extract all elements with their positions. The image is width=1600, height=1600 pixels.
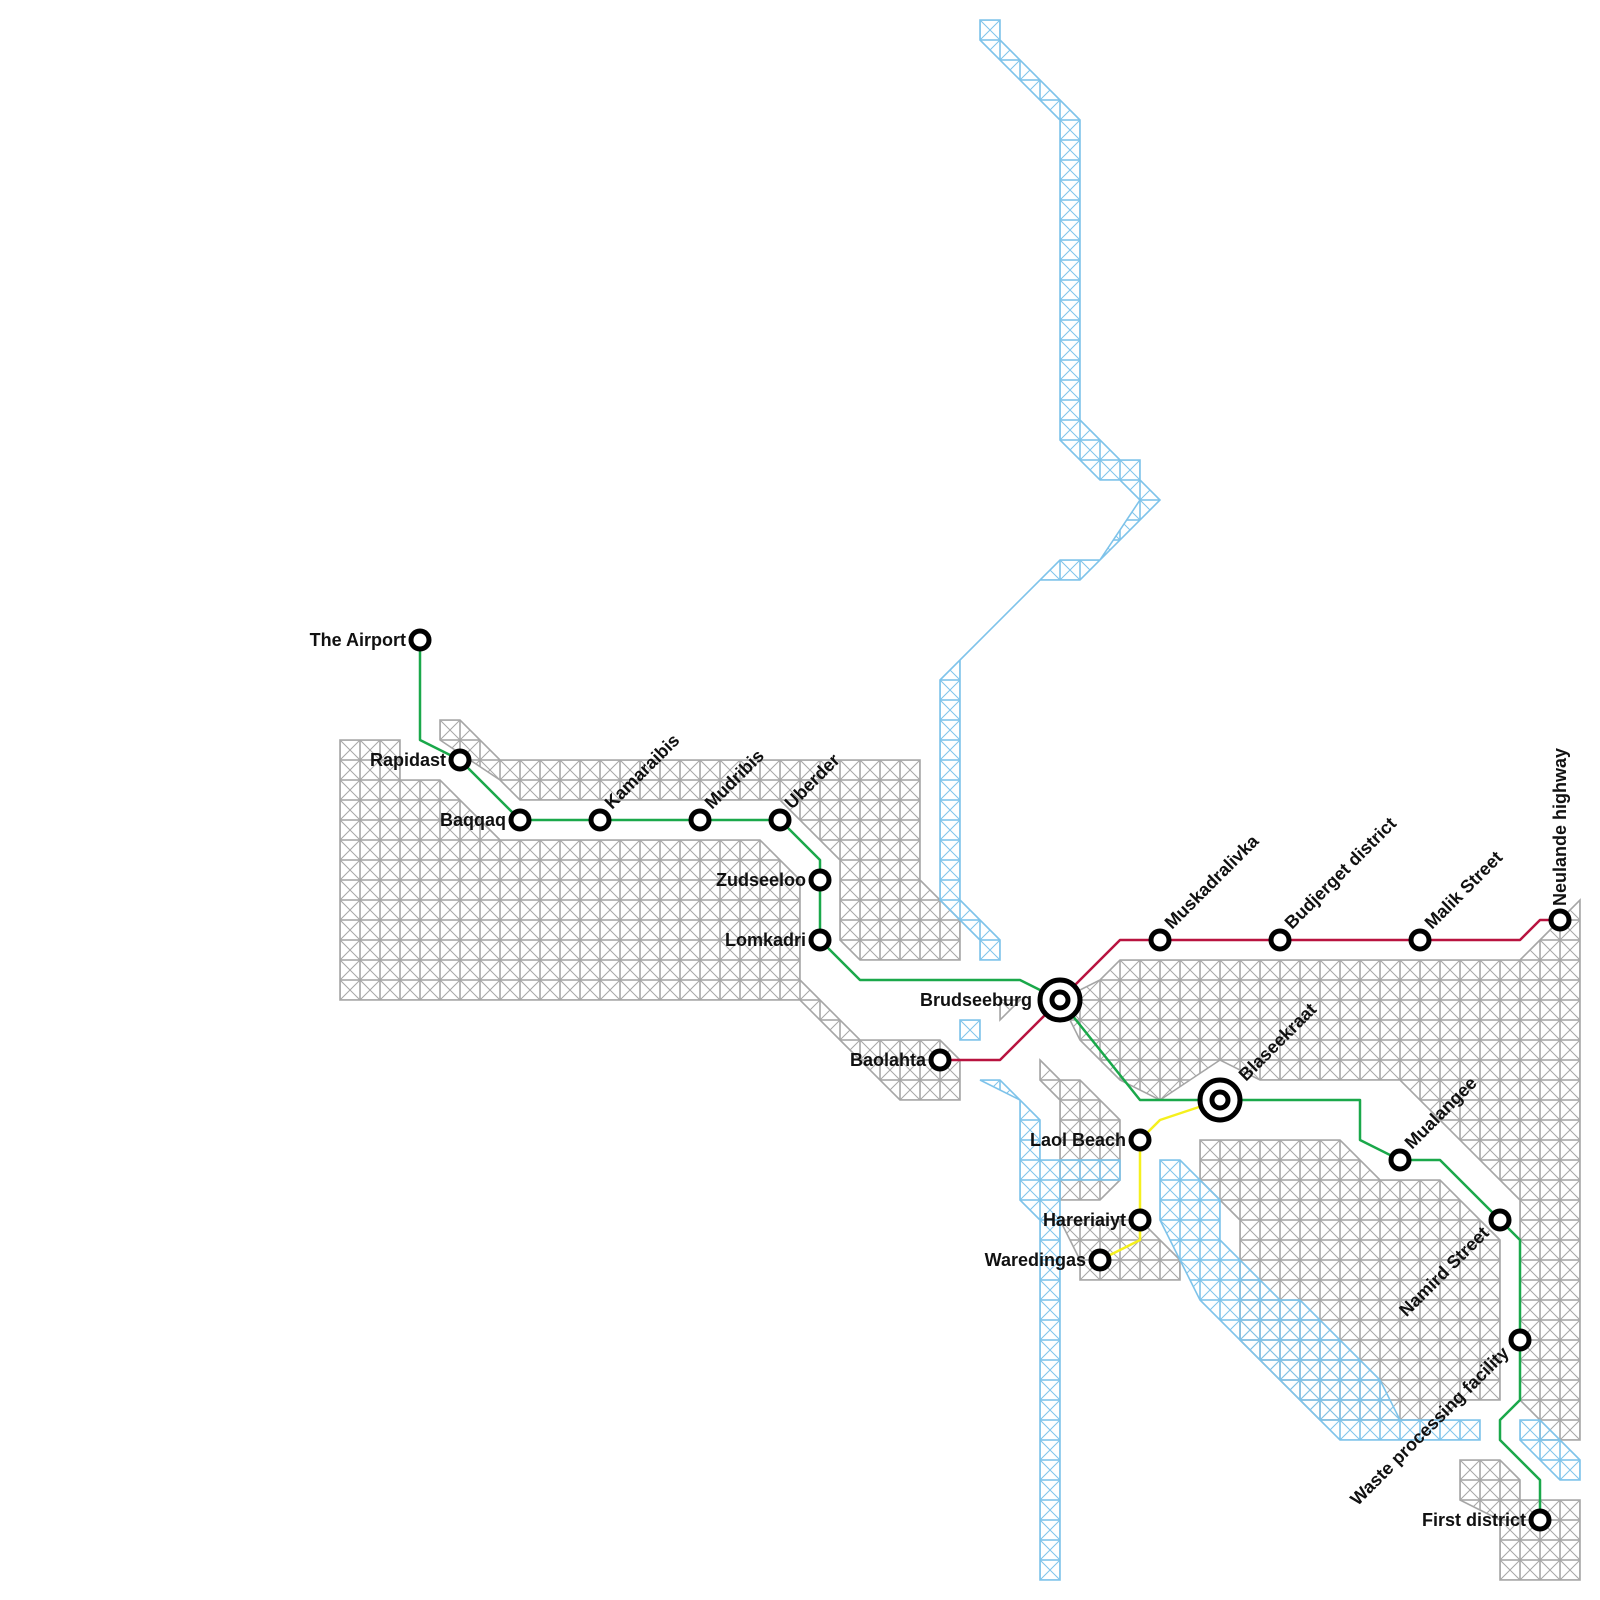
interchange-inner-ring xyxy=(1209,1089,1231,1111)
label-neulande-highway: Neulande highway xyxy=(1550,748,1570,906)
station-mualangee[interactable] xyxy=(1388,1148,1412,1172)
label-baqqaq: Baqqaq xyxy=(440,810,506,830)
station-waredingas[interactable] xyxy=(1088,1248,1112,1272)
label-muskadralivka: Muskadralivka xyxy=(1161,830,1264,933)
station-hareriaiyt[interactable] xyxy=(1128,1208,1152,1232)
label-baolahta: Baolahta xyxy=(850,1050,927,1070)
stations xyxy=(408,628,1572,1532)
label-lomkadri: Lomkadri xyxy=(725,930,806,950)
route-red xyxy=(938,918,1562,1062)
label-laol-beach: Laol Beach xyxy=(1030,1130,1126,1150)
station-kamaraibis[interactable] xyxy=(588,808,612,832)
station-baolahta[interactable] xyxy=(928,1048,952,1072)
station-laol-beach[interactable] xyxy=(1128,1128,1152,1152)
station-baqqaq[interactable] xyxy=(508,808,532,832)
route-green xyxy=(418,638,1542,1522)
station-muskadralivka[interactable] xyxy=(1148,928,1172,952)
canal-far-east xyxy=(1519,1419,1581,1481)
station-the-airport[interactable] xyxy=(408,628,432,652)
label-brudseeburg: Brudseeburg xyxy=(920,990,1032,1010)
station-malik-street[interactable] xyxy=(1408,928,1432,952)
station-first-district[interactable] xyxy=(1528,1508,1552,1532)
label-malik-street: Malik Street xyxy=(1421,847,1507,933)
station-neulande-highway[interactable] xyxy=(1548,908,1572,932)
urban-area-west xyxy=(339,739,961,1101)
river-south xyxy=(979,1079,1121,1581)
interchange-brudseeburg[interactable] xyxy=(1037,977,1083,1023)
station-budjerget-district[interactable] xyxy=(1268,928,1292,952)
station-namird-street[interactable] xyxy=(1488,1208,1512,1232)
urban-area-far-southeast xyxy=(1459,1459,1581,1581)
label-hareriaiyt: Hareriaiyt xyxy=(1043,1210,1126,1230)
interchange-inner-ring xyxy=(1049,989,1071,1011)
station-uberder[interactable] xyxy=(768,808,792,832)
canal-southeast xyxy=(1159,1159,1481,1441)
water-bodies xyxy=(939,19,1581,1581)
label-waredingas: Waredingas xyxy=(985,1250,1086,1270)
pond-central xyxy=(959,1019,981,1041)
urban-area-east xyxy=(1058,898,1581,1441)
urban-areas xyxy=(339,719,1581,1581)
interchange-blaseekraat[interactable] xyxy=(1197,1077,1243,1123)
station-zudseeloo[interactable] xyxy=(808,868,832,892)
label-the-airport: The Airport xyxy=(310,630,406,650)
station-waste-processing-facility[interactable] xyxy=(1508,1328,1532,1352)
station-rapidast[interactable] xyxy=(448,748,472,772)
river-north xyxy=(939,19,1162,961)
label-rapidast: Rapidast xyxy=(370,750,446,770)
label-first-district: First district xyxy=(1422,1510,1526,1530)
routes xyxy=(418,638,1562,1522)
label-zudseeloo: Zudseeloo xyxy=(716,870,806,890)
label-budjerget-district: Budjerget district xyxy=(1281,813,1401,933)
urban-area-northwest-strip xyxy=(439,719,961,961)
station-lomkadri[interactable] xyxy=(808,928,832,952)
route-yellow xyxy=(1098,1098,1222,1262)
urban-area-small-triangle xyxy=(999,999,1022,1022)
station-mudribis[interactable] xyxy=(688,808,712,832)
